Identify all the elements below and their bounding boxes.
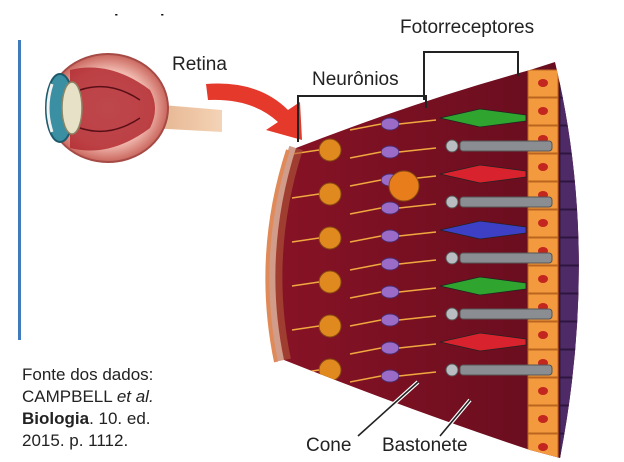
choroid-cell — [560, 266, 600, 293]
rod-nucleus — [446, 196, 458, 208]
source-line-4: 2015. p. 1112. — [22, 430, 154, 452]
choroid-cell — [560, 322, 600, 349]
choroid-cell — [560, 98, 600, 125]
pigment-nucleus — [538, 331, 548, 339]
bipolar-neuron — [381, 146, 399, 158]
label-fotorreceptores: Fotorreceptores — [400, 18, 534, 37]
bipolar-neuron — [381, 314, 399, 326]
choroid-cell — [560, 238, 600, 265]
source-line-2: CAMPBELL et al. — [22, 386, 154, 408]
ganglion-neuron — [319, 183, 341, 205]
source-author: CAMPBELL — [22, 387, 112, 406]
rod-nucleus — [446, 364, 458, 376]
choroid-cell — [560, 434, 600, 461]
label-neuronios: Neurônios — [312, 70, 399, 89]
label-bastonete: Bastonete — [382, 436, 468, 455]
choroid-cell — [560, 70, 600, 97]
choroid-cell — [560, 126, 600, 153]
bipolar-neuron — [381, 258, 399, 270]
label-retina: Retina — [172, 55, 227, 74]
choroid-cell — [560, 378, 600, 405]
pigment-nucleus — [538, 387, 548, 395]
choroid-cell — [560, 350, 600, 377]
source-edition: . 10. ed. — [89, 409, 150, 428]
choroid-cell — [560, 154, 600, 181]
rod-nucleus — [446, 140, 458, 152]
bipolar-neuron — [381, 230, 399, 242]
pigment-nucleus — [538, 107, 548, 115]
pigment-nucleus — [538, 415, 548, 423]
rod-nucleus — [446, 252, 458, 264]
ganglion-neuron — [319, 227, 341, 249]
pigment-nucleus — [538, 79, 548, 87]
rod-cell — [460, 365, 552, 375]
bipolar-neuron — [381, 202, 399, 214]
bipolar-neuron — [381, 118, 399, 130]
source-title: Biologia — [22, 409, 89, 428]
ganglion-neuron — [319, 315, 341, 337]
choroid-cell — [560, 182, 600, 209]
rod-cell — [460, 197, 552, 207]
choroid-cell — [560, 210, 600, 237]
rod-cell — [460, 141, 552, 151]
source-citation: Fonte dos dados: CAMPBELL et al. Biologi… — [22, 364, 154, 452]
choroid-cell — [560, 294, 600, 321]
label-cone: Cone — [306, 436, 351, 455]
source-etal: et al. — [117, 387, 154, 406]
pigment-nucleus — [538, 275, 548, 283]
bipolar-neuron — [381, 342, 399, 354]
pigment-nucleus — [538, 219, 548, 227]
ganglion-neuron — [319, 359, 341, 381]
ganglion-neuron — [319, 139, 341, 161]
bipolar-neuron — [381, 286, 399, 298]
ganglion-neuron — [319, 271, 341, 293]
source-line-1: Fonte dos dados: — [22, 364, 154, 386]
choroid-cell — [560, 406, 600, 433]
pigment-nucleus — [538, 163, 548, 171]
source-line-3: Biologia. 10. ed. — [22, 408, 154, 430]
amacrine-neuron — [389, 171, 419, 201]
rod-cell — [460, 253, 552, 263]
rod-nucleus — [446, 308, 458, 320]
bipolar-neuron — [381, 370, 399, 382]
pigment-nucleus — [538, 443, 548, 451]
rod-cell — [460, 309, 552, 319]
